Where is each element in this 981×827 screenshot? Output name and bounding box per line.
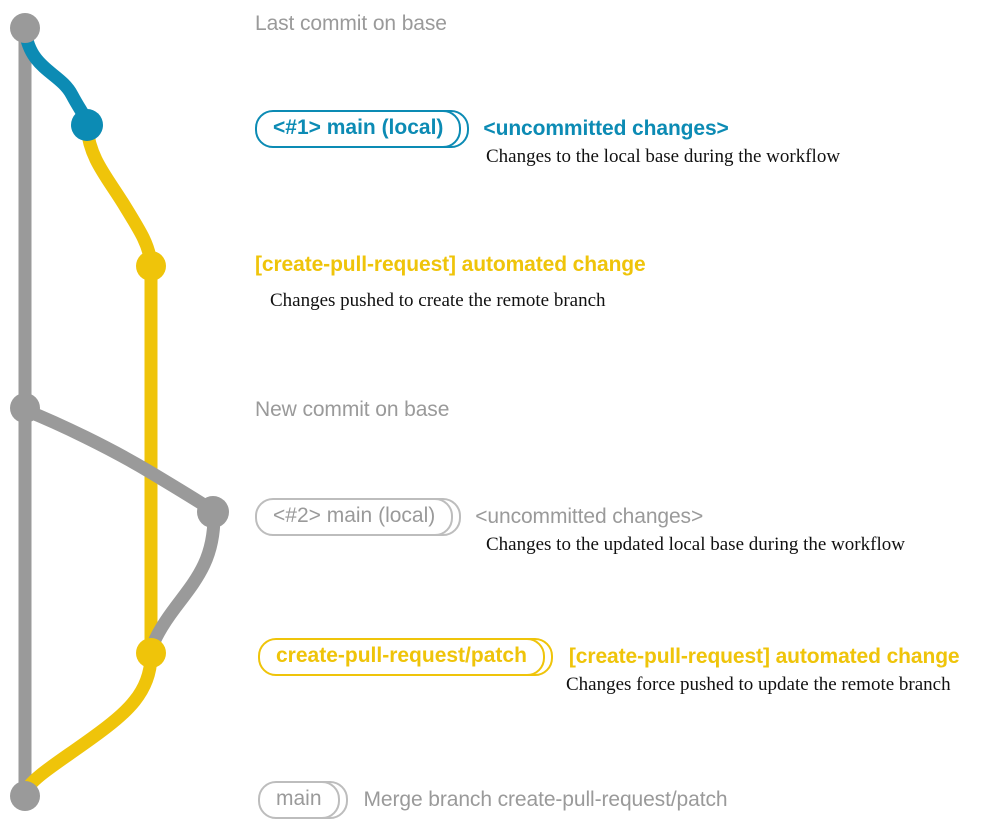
local-branch-line-2 (18, 403, 217, 516)
commit-node-merge[interactable] (10, 781, 40, 811)
caption-automated-change-1: Changes pushed to create the remote bran… (270, 290, 606, 311)
badge-main-label: main (258, 781, 340, 819)
badge-local-2[interactable]: <#2> main (local) (255, 498, 462, 536)
row-automated-change-2: create-pull-request/patch [create-pull-r… (258, 638, 960, 676)
patch-branch-line-1 (80, 121, 158, 269)
caption-local-1: Changes to the local base during the wor… (486, 146, 841, 167)
badge-local-2-label: <#2> main (local) (255, 498, 454, 536)
headline-new-commit-on-base: New commit on base (255, 398, 450, 421)
headline-merge: Merge branch create-pull-request/patch (363, 788, 728, 812)
badge-patch-branch-label: create-pull-request/patch (258, 638, 545, 676)
badge-main[interactable]: main (258, 781, 348, 819)
row-local-2: <#2> main (local) <uncommitted changes> (255, 498, 703, 536)
commit-node-patch-1[interactable] (136, 251, 166, 281)
headline-automated-change-2: [create-pull-request] automated change (568, 645, 960, 669)
headline-local-1: <uncommitted changes> (483, 117, 729, 141)
caption-local-2: Changes to the updated local base during… (486, 534, 905, 555)
commit-node-local-2[interactable] (197, 496, 229, 528)
caption-automated-change-2: Changes force pushed to update the remot… (566, 674, 951, 695)
row-local-1: <#1> main (local) <uncommitted changes> (255, 110, 729, 148)
badge-patch-branch[interactable]: create-pull-request/patch (258, 638, 553, 676)
local-to-patch-line (144, 509, 221, 657)
row-new-commit-on-base: New commit on base (255, 398, 449, 421)
headline-automated-change-1: [create-pull-request] automated change (255, 253, 646, 276)
row-merge: main Merge branch create-pull-request/pa… (258, 781, 728, 819)
commit-node-base-new[interactable] (10, 393, 40, 423)
commit-node-base-top[interactable] (10, 13, 40, 43)
badge-local-1[interactable]: <#1> main (local) (255, 110, 470, 148)
commit-nodes (10, 13, 229, 811)
badge-local-1-label: <#1> main (local) (255, 110, 462, 148)
merge-line (18, 650, 158, 799)
headline-last-commit-on-base: Last commit on base (255, 12, 447, 35)
row-automated-change-1: [create-pull-request] automated change (255, 253, 646, 276)
commit-node-patch-2[interactable] (136, 638, 166, 668)
row-last-commit-on-base: Last commit on base (255, 12, 447, 35)
commit-node-local-1[interactable] (71, 109, 103, 141)
headline-local-2: <uncommitted changes> (475, 505, 704, 529)
local-branch-line-1 (18, 23, 94, 129)
